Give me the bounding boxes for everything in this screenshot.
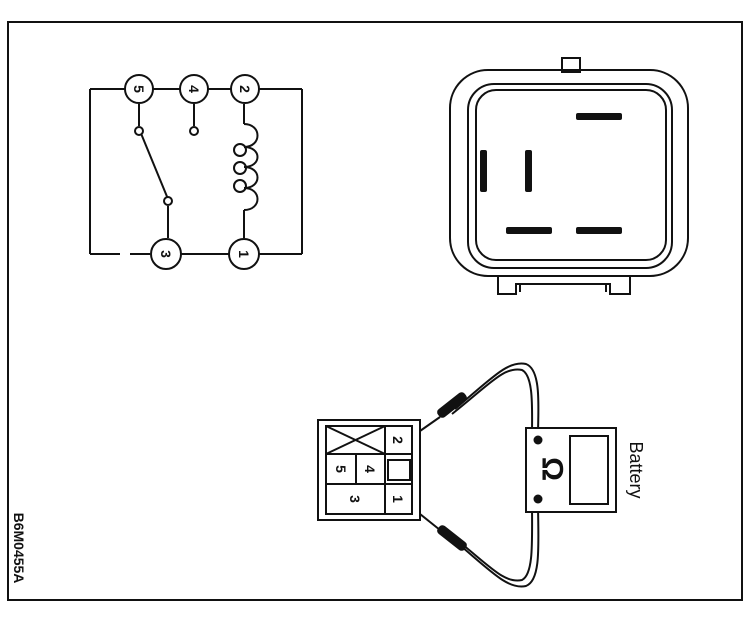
terminal-label-1: 1 xyxy=(236,250,252,258)
connector-cell-4: 4 xyxy=(362,465,378,473)
connector-cell-3: 3 xyxy=(347,495,363,503)
meter-display xyxy=(569,435,609,505)
terminal-label-5: 5 xyxy=(131,85,147,93)
relay-switch-arm xyxy=(139,130,169,200)
terminal-label-2: 2 xyxy=(237,85,253,93)
connector-cell-labels: 2 5 4 3 1 xyxy=(333,436,406,503)
probe-handles xyxy=(437,392,467,551)
figure-frame xyxy=(7,21,743,601)
connector-cell-2: 2 xyxy=(390,436,406,444)
relay-terminals: 5 4 2 3 1 xyxy=(124,74,260,270)
relay-schematic xyxy=(89,88,303,255)
terminal-label-3: 3 xyxy=(158,250,174,258)
meter-terminal-bottom xyxy=(533,494,543,504)
test-leads xyxy=(409,362,540,588)
terminal-label-4: 4 xyxy=(186,85,202,93)
relay-contacts xyxy=(134,126,199,206)
figure-code: B6M0455A xyxy=(11,513,27,584)
relay-connector xyxy=(317,419,421,521)
meter-label: Battery xyxy=(626,441,646,498)
relay-pins xyxy=(480,113,622,234)
relay-body xyxy=(449,57,689,295)
ohm-symbol: Ω xyxy=(536,457,569,481)
connector-cell-5: 5 xyxy=(333,465,349,473)
meter-terminal-top xyxy=(533,435,543,445)
connector-cell-1: 1 xyxy=(390,495,406,503)
relay-coil xyxy=(243,123,259,211)
ohmmeter: Ω xyxy=(525,427,617,513)
